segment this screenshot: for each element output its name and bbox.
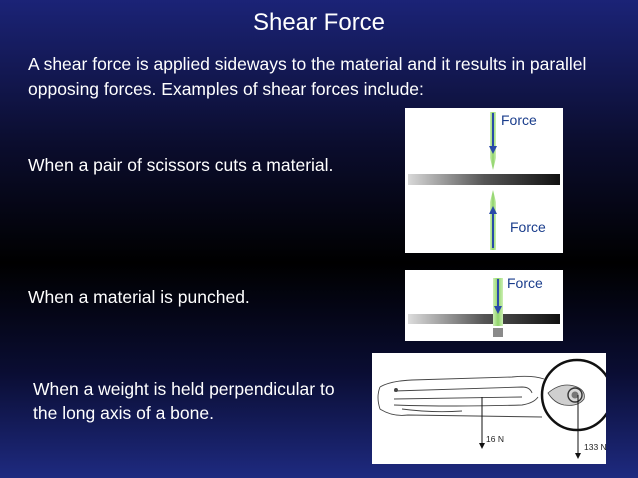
forearm-bone-diagram: 16 N 133 N	[372, 353, 606, 464]
example-punch-text: When a material is punched.	[28, 287, 250, 307]
example-bone-text: When a weight is held perpendicular to t…	[33, 379, 335, 423]
force-16n-label: 16 N	[486, 434, 504, 444]
force-arrow-up-icon	[489, 190, 497, 250]
punch-arrow-down-icon	[493, 278, 503, 326]
material-bar	[408, 314, 560, 324]
hand-with-weight-circle	[540, 358, 606, 432]
force-arrow-133n-icon	[575, 395, 581, 459]
force-arrow-down-icon	[489, 112, 497, 170]
slide-title: Shear Force	[252, 9, 386, 36]
example-scissors-text: When a pair of scissors cuts a material.	[28, 155, 334, 175]
bottom-force-label: Force	[510, 219, 546, 235]
top-force-label: Force	[501, 112, 537, 128]
force-133n-label: 133 N	[584, 442, 606, 452]
forearm-outline	[377, 375, 545, 418]
punch-force-label: Force	[507, 275, 543, 291]
force-arrow-16n-icon	[479, 397, 485, 449]
punch-shear-diagram: Force	[405, 270, 563, 341]
scissors-shear-diagram: Force Force	[405, 108, 563, 253]
intro-text: A shear force is applied sideways to the…	[28, 54, 587, 99]
punched-slug	[493, 328, 503, 337]
material-bar	[408, 174, 560, 185]
